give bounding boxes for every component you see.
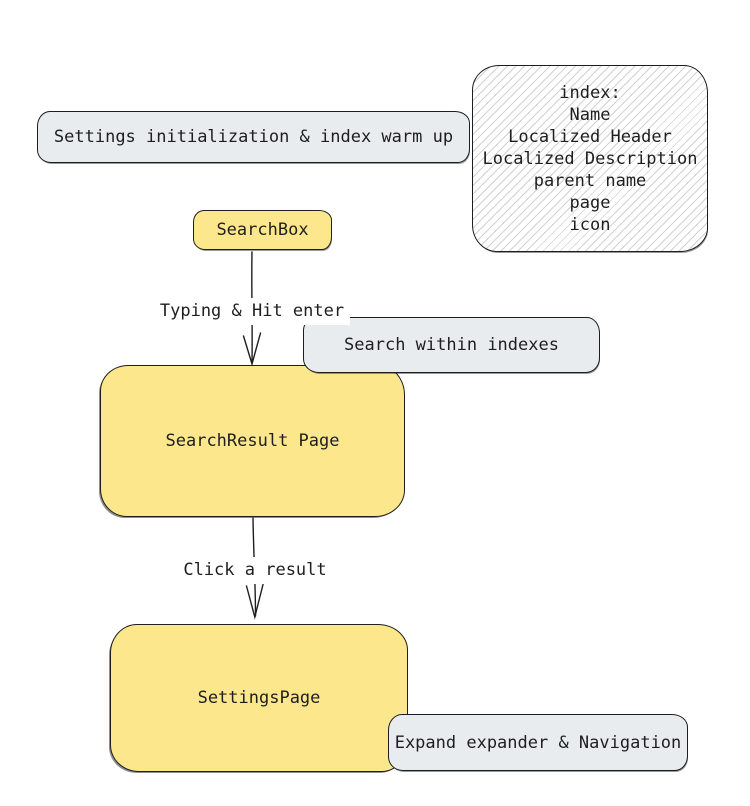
node-index-note: index: Name Localized Header Localized D… <box>472 65 708 252</box>
index-note-line: Localized Header <box>508 126 672 147</box>
node-settings-initialization: Settings initialization & index warm up <box>37 111 470 163</box>
node-search-within-indexes: Search within indexes <box>303 317 600 373</box>
arrow-down-icon <box>245 583 264 620</box>
node-search-box: SearchBox <box>193 210 332 250</box>
edge-label-click: Click a result <box>177 557 333 584</box>
index-note-line: page <box>569 192 611 213</box>
node-search-result-page: SearchResult Page <box>100 365 405 517</box>
index-note-line: icon <box>569 214 611 235</box>
index-note-line: Localized Description <box>482 148 698 169</box>
index-note-line: Name <box>569 104 611 125</box>
node-expand-navigation: Expand expander & Navigation <box>388 714 688 771</box>
node-expand-navigation-label: Expand expander & Navigation <box>394 732 682 753</box>
node-settings-page: SettingsPage <box>110 624 408 772</box>
node-settings-initialization-label: Settings initialization & index warm up <box>53 127 454 147</box>
node-search-box-label: SearchBox <box>216 220 309 240</box>
node-search-within-indexes-label: Search within indexes <box>344 335 559 355</box>
node-settings-page-label: SettingsPage <box>197 688 321 708</box>
index-note-line: parent name <box>533 170 647 191</box>
index-note-line: index: <box>559 82 621 103</box>
edge-label-typing: Typing & Hit enter <box>153 298 351 325</box>
node-search-result-page-label: SearchResult Page <box>165 431 340 451</box>
arrow-down-icon <box>242 332 262 367</box>
